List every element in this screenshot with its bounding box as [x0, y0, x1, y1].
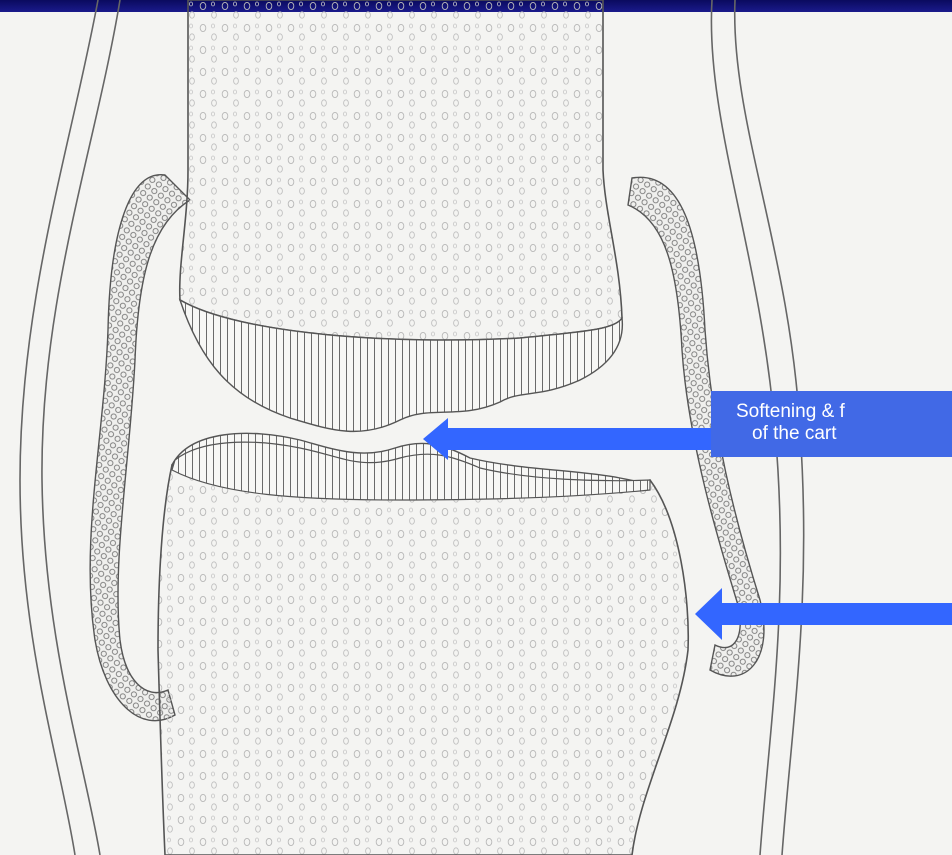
skin-outline-left-outer — [20, 0, 98, 855]
arrow-cartilage — [423, 418, 713, 460]
callout-line-2: of the cart — [736, 423, 952, 445]
callout-label: Softening & f of the cart — [711, 391, 952, 457]
upper-bone — [180, 0, 622, 340]
arrow-capsule — [695, 588, 952, 640]
lower-bone — [158, 465, 688, 855]
callout-line-1: Softening & f — [736, 401, 952, 423]
